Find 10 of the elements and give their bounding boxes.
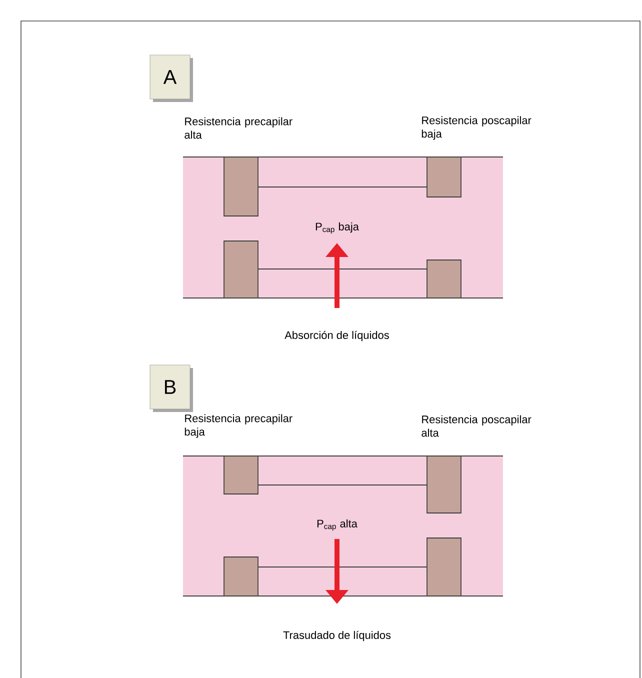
panel-letter-box: B bbox=[150, 364, 193, 412]
resistance-label: Resistencia poscapilar baja bbox=[422, 116, 532, 140]
resistance-label: Resistencia precapilar alta bbox=[184, 117, 292, 139]
pressure-label: P$_{cap}$ baja bbox=[316, 222, 359, 234]
caption-text: Trasudado de líquidos bbox=[283, 630, 391, 642]
resistance-label: Resistencia precapilar baja bbox=[184, 414, 292, 438]
pressure-label: P$_{cap}$ alta bbox=[317, 519, 358, 531]
resistance-label: Resistencia poscapilar alta bbox=[422, 415, 532, 437]
caption-text: Absorción de líquidos bbox=[284, 330, 389, 342]
panel-letter-box: A bbox=[150, 54, 193, 102]
